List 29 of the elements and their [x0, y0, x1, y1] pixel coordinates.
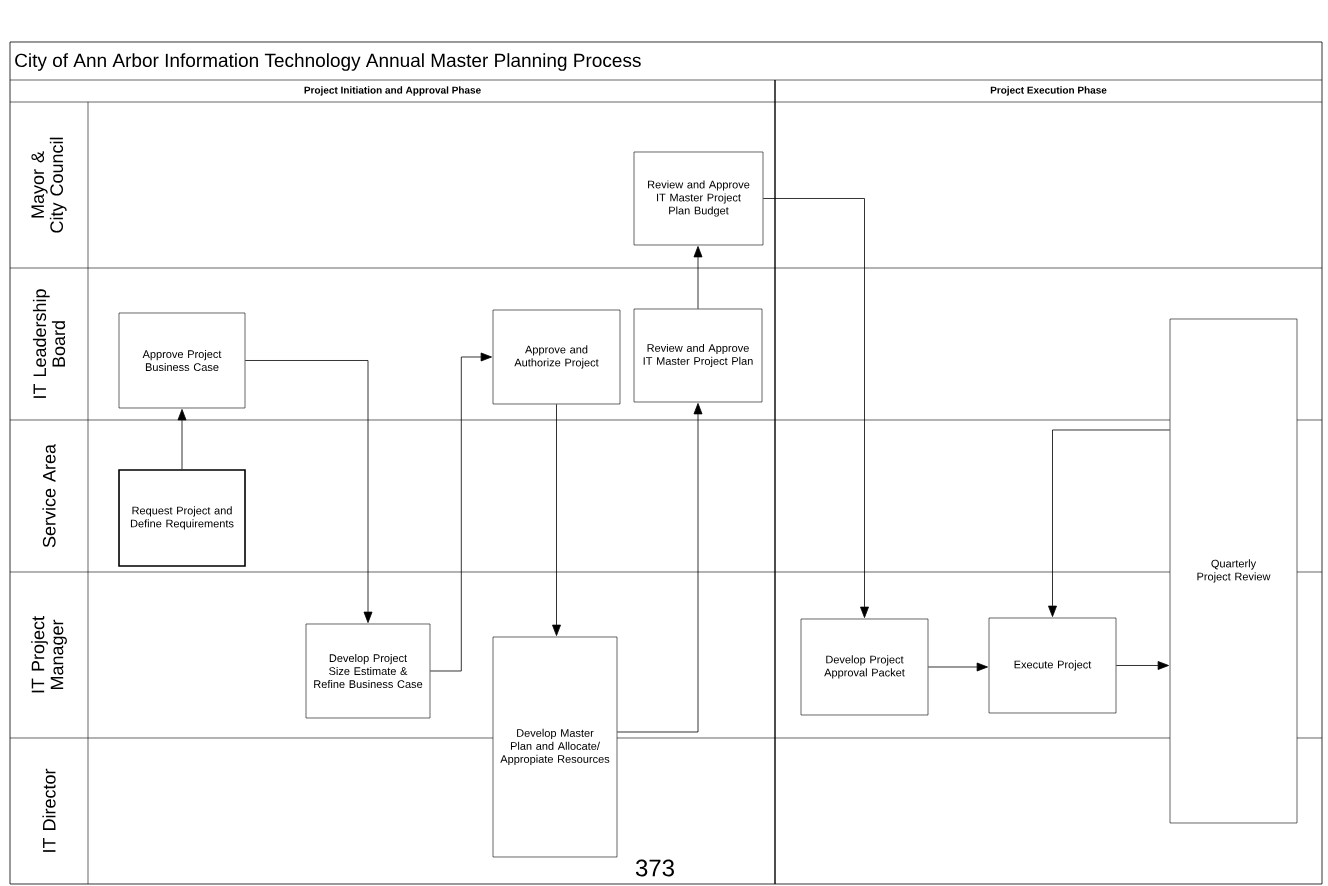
- process-box: Approve and Authorize Project: [492, 309, 621, 405]
- arrow: [552, 403, 561, 636]
- lane-label: IT Leadership Board: [32, 289, 66, 398]
- arrow: [1048, 429, 1171, 617]
- process-box: Request Project and Define Requirements: [118, 469, 246, 567]
- lane-label: Mayor & City Council: [31, 137, 67, 233]
- arrow: [177, 409, 187, 470]
- lane-label: Service Area: [42, 444, 56, 548]
- process-box: Execute Project: [988, 617, 1117, 714]
- process-box: Develop Project Approval Packet: [800, 618, 929, 716]
- phase-heading: Project Execution Phase: [990, 86, 1107, 96]
- process-box: Approve Project Business Case: [118, 312, 246, 409]
- process-box: Develop Master Plan and Allocate/ Appropiate Resources: [492, 636, 618, 858]
- arrow: [693, 246, 703, 310]
- process-box: Review and Approve IT Master Project Plan Budget: [633, 151, 764, 246]
- phase-heading: Project Initiation and Approval Phase: [304, 86, 481, 96]
- arrow: [429, 352, 492, 672]
- process-box: Review and Approve IT Master Project Plan: [633, 308, 763, 403]
- arrow: [762, 198, 869, 618]
- arrow: [616, 403, 703, 733]
- title: City of Ann Arbor Information Technology Annual Master Planning Process: [15, 53, 641, 71]
- arrow: [1115, 661, 1169, 670]
- arrow: [927, 662, 988, 672]
- arrow: [244, 360, 373, 623]
- lane-label: IT Project Manager: [31, 616, 67, 693]
- page-number: 373: [635, 859, 674, 877]
- process-box: Quarterly Project Review: [1169, 318, 1298, 824]
- lane-label: IT Director: [42, 768, 56, 852]
- process-box: Develop Project Size Estimate & Refine Business Case: [305, 623, 431, 719]
